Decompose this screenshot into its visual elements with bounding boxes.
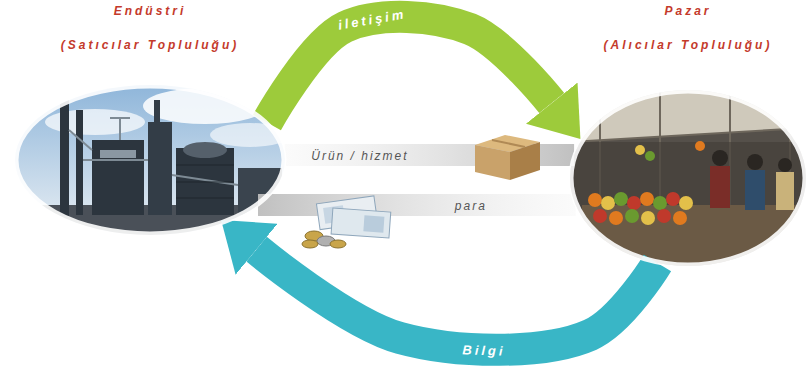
ellipse-outline	[15, 85, 285, 235]
edge-label-holder: iletişim	[336, 4, 407, 33]
heading-text: (Alıcılar Topluluğu)	[604, 38, 773, 52]
flow-label: iletişim	[337, 6, 407, 32]
market-photo	[570, 90, 806, 266]
edge-label-holder: para	[455, 196, 487, 214]
ellipse-border	[571, 91, 805, 265]
photo-ellipse-node: Endüstri(Satıcılar Topluluğu)	[15, 85, 285, 235]
heading-text: Pazar	[604, 4, 773, 18]
flow-band	[258, 194, 576, 216]
ellipse-border	[16, 86, 284, 234]
curved-arrow	[267, 17, 552, 123]
factory-photo	[15, 85, 290, 235]
curved-arrow	[257, 249, 658, 350]
edge-label-holder: Ürün / hizmet	[311, 146, 408, 164]
flow-label: Bilgi	[462, 342, 506, 358]
flow-label: para	[455, 199, 487, 213]
node-heading: Endüstri (Satıcılar Topluluğu)	[61, 4, 240, 52]
heading-text: Endüstri	[61, 4, 240, 18]
ellipse-outline	[570, 90, 806, 266]
flow-label: Ürün / hizmet	[311, 149, 408, 163]
edge-label-holder: Bilgi	[462, 340, 506, 359]
node-heading: Pazar (Alıcılar Topluluğu)	[604, 4, 773, 52]
flow-band	[285, 144, 574, 166]
money-picture	[302, 196, 391, 248]
heading-text: (Satıcılar Topluluğu)	[61, 38, 240, 52]
box-picture	[475, 135, 540, 180]
photo-ellipse-node: Pazar(Alıcılar Topluluğu)	[570, 90, 806, 266]
